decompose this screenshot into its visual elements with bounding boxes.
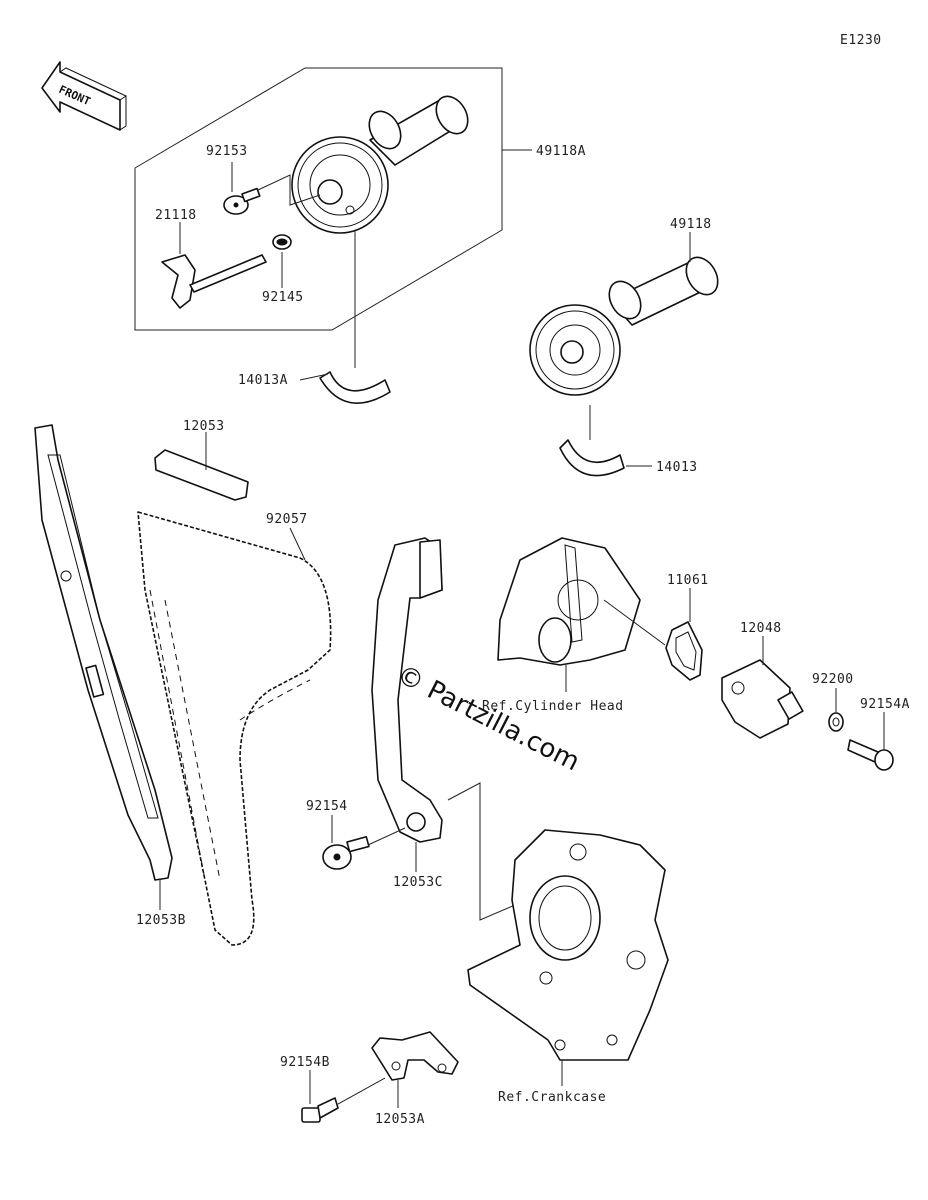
gasket-11061[interactable] [665,621,703,681]
part-label-12048[interactable]: 12048 [740,621,782,636]
tensioner-12048[interactable] [721,659,804,739]
front-arrow-icon: FRONT [41,61,128,131]
watermark: © Partzilla.com [392,660,584,778]
crankcase-ref [467,829,669,1061]
bracket-12053A[interactable] [371,1031,459,1081]
chain-guide-12053B[interactable] [34,424,173,881]
part-label-92154B[interactable]: 92154B [280,1055,330,1070]
part-label-92154A[interactable]: 92154A [860,697,910,712]
bolt-92154[interactable] [322,836,370,870]
snap-ring-14013[interactable] [559,439,625,477]
part-label-92145[interactable]: 92145 [262,290,304,305]
part-label-92154[interactable]: 92154 [306,799,348,814]
part-label-14013A[interactable]: 14013A [238,373,288,388]
part-label-21118[interactable]: 21118 [155,208,197,223]
snap-ring-14013A[interactable] [319,371,391,404]
part-label-49118[interactable]: 49118 [670,217,712,232]
part-label-12053C[interactable]: 12053C [393,875,443,890]
ref-cylinder-head: Ref.Cylinder Head [482,699,624,714]
cylinder-head-ref [497,537,641,666]
part-label-12053B[interactable]: 12053B [136,913,186,928]
chain-guide-12053[interactable] [154,449,249,501]
part-label-12053[interactable]: 12053 [183,419,225,434]
part-label-92057[interactable]: 92057 [266,512,308,527]
ref-crankcase: Ref.Crankcase [498,1090,606,1105]
part-label-11061[interactable]: 11061 [667,573,709,588]
part-label-14013[interactable]: 14013 [656,460,698,475]
part-label-49118A[interactable]: 49118A [536,144,586,159]
part-label-92200[interactable]: 92200 [812,672,854,687]
tensioner-guide-12053C[interactable] [371,537,443,843]
part-label-12053A[interactable]: 12053A [375,1112,425,1127]
bolt-92153[interactable] [223,187,261,215]
kit-box-49118A [134,67,532,331]
decomp-lever-21118[interactable] [161,254,267,309]
bolt-92154B[interactable] [301,1097,339,1123]
spring-92145[interactable] [272,234,292,250]
bolt-92154A[interactable] [847,739,894,771]
diagram-id: E1230 [840,33,882,48]
washer-92200[interactable] [828,712,844,732]
part-label-92153[interactable]: 92153 [206,144,248,159]
camshaft-exhaust[interactable] [529,252,724,396]
camshaft-intake[interactable] [291,91,474,234]
timing-chain-92057[interactable] [137,511,332,946]
